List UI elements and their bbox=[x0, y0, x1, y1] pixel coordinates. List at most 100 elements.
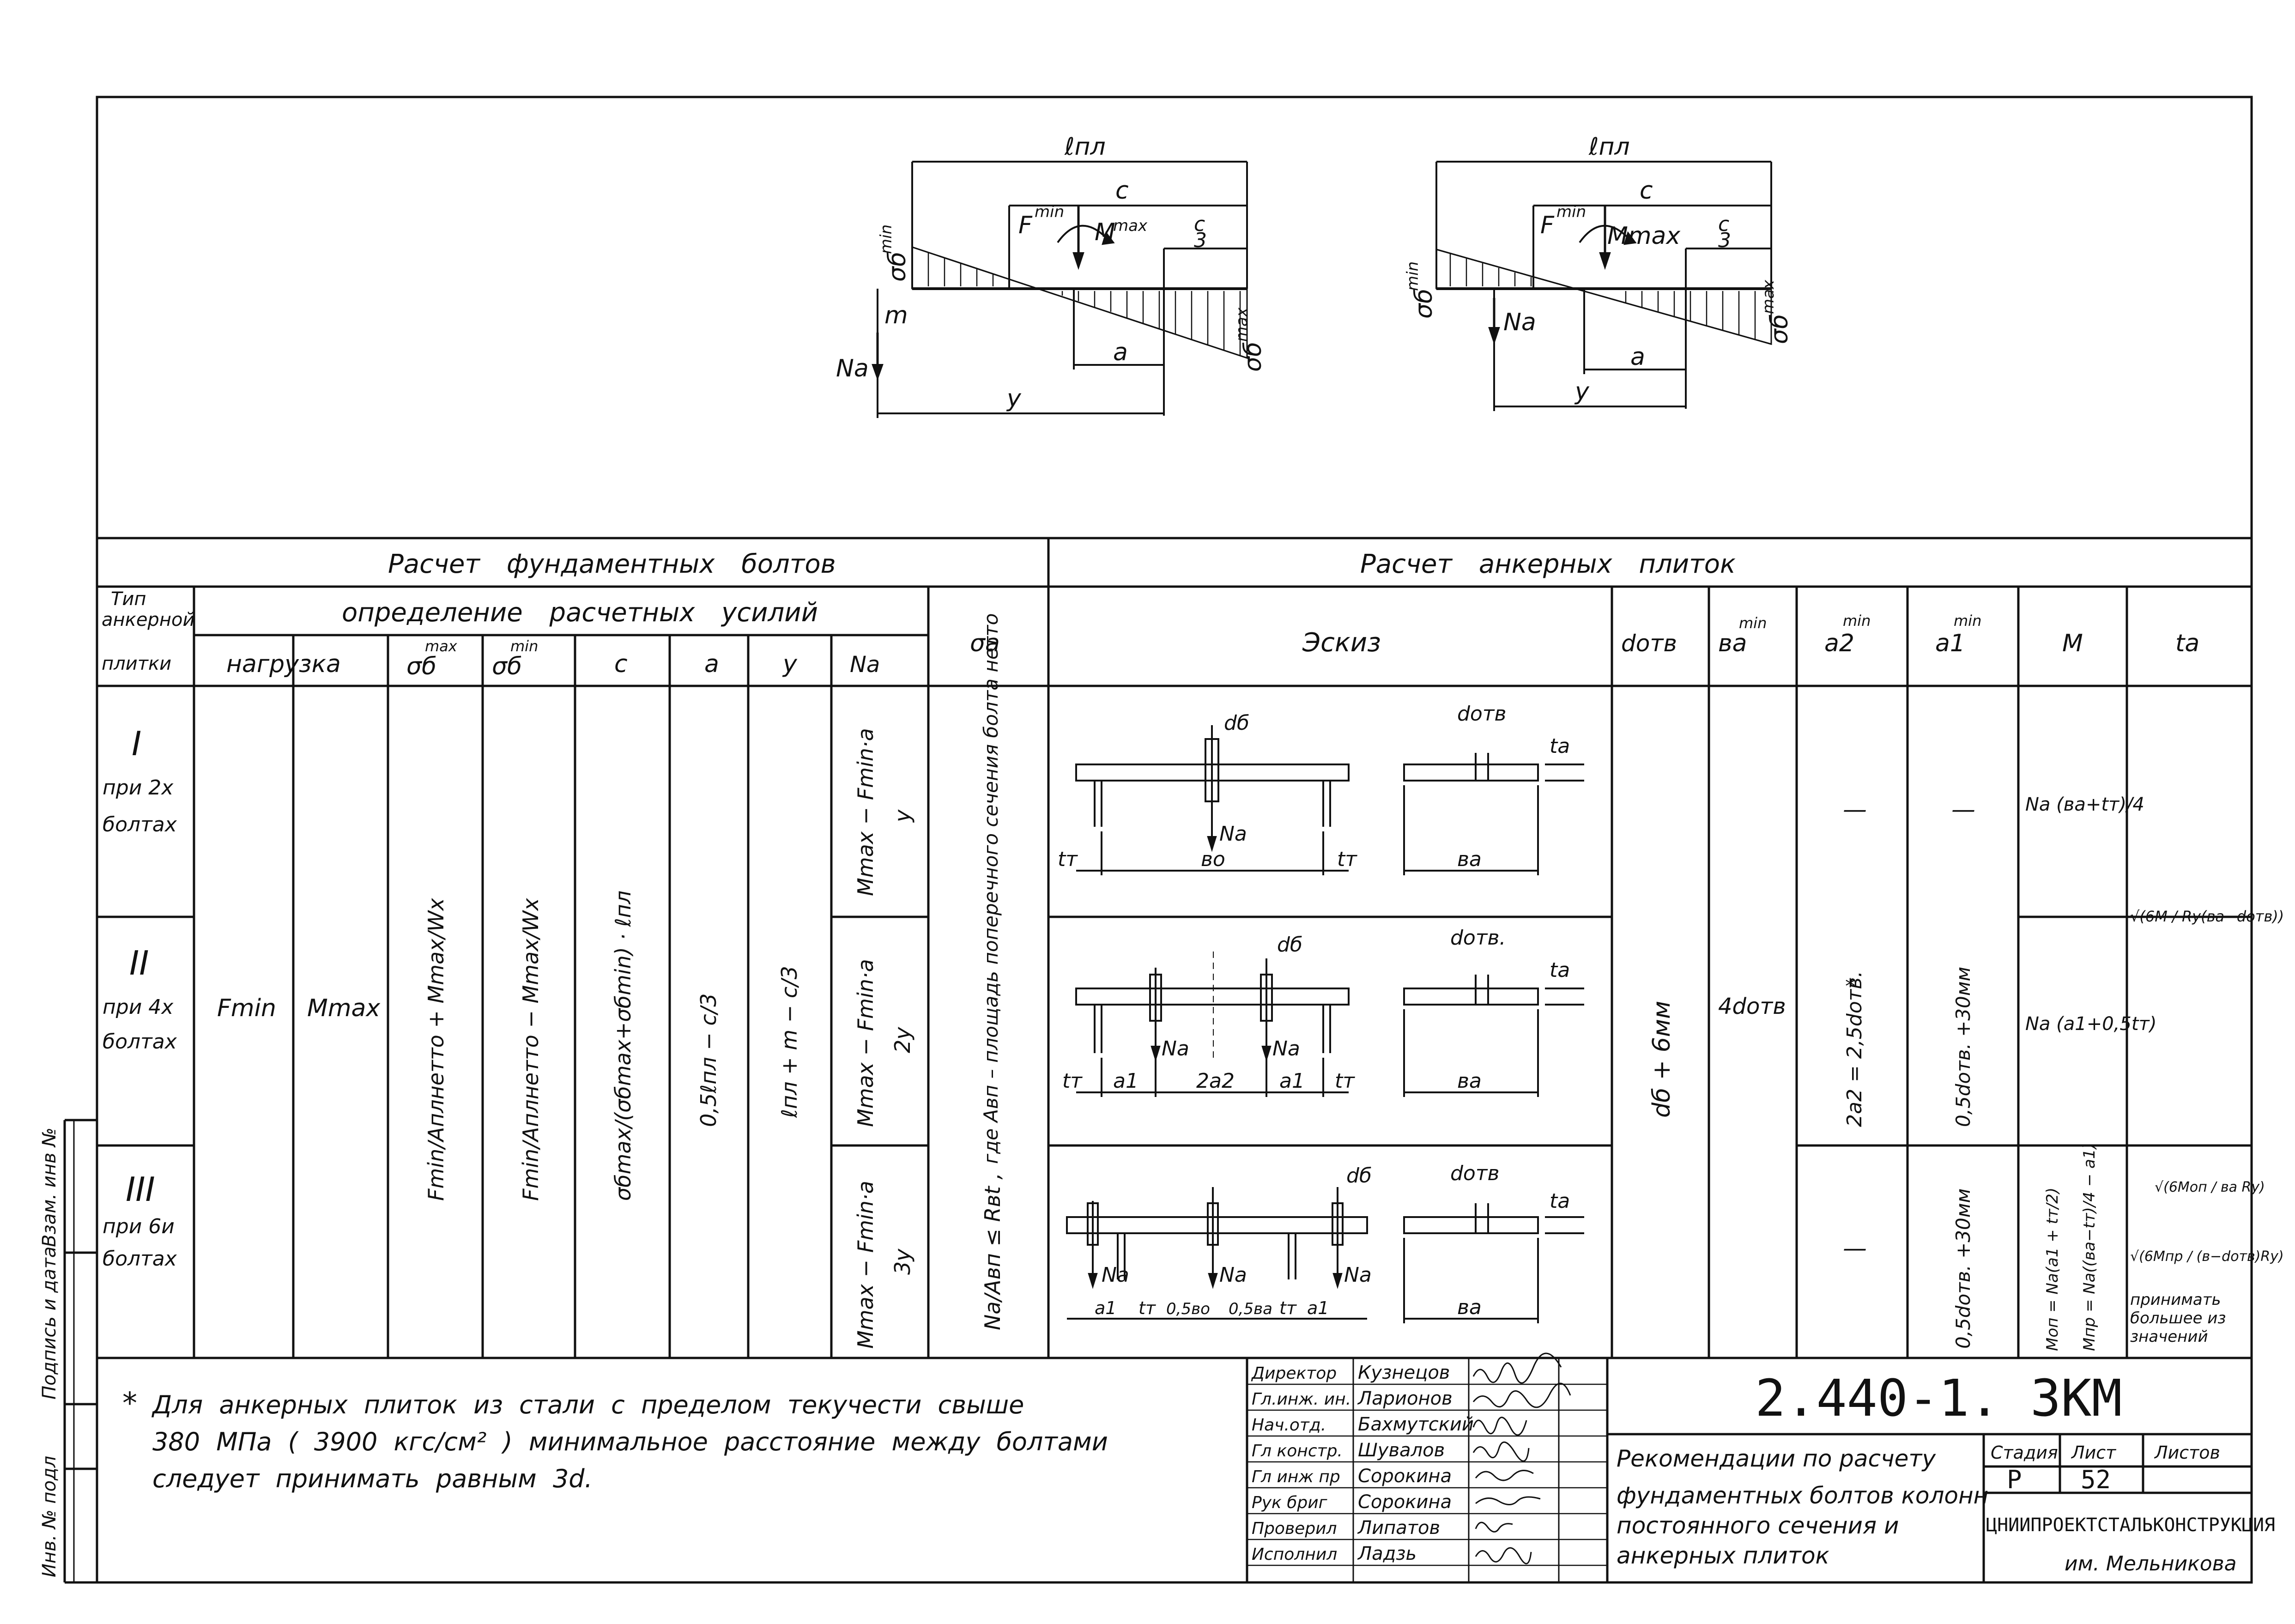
staff-name-3: Шувалов bbox=[1358, 1440, 1445, 1461]
org-sub: им. Мельникова bbox=[2065, 1552, 2237, 1576]
staff-name-6: Липатов bbox=[1357, 1517, 1440, 1539]
left-lpl-label: ℓпл bbox=[1064, 133, 1106, 161]
right-f-label: F bbox=[1540, 212, 1555, 239]
left-m-sup: max bbox=[1113, 217, 1148, 235]
staff-role-0: Директор bbox=[1251, 1364, 1337, 1383]
row3-line3: болтах bbox=[103, 1247, 177, 1271]
sa-note: где Aвп – площадь поперечного сечения бо… bbox=[980, 613, 1002, 1164]
a2-row2-star: * bbox=[1845, 975, 1855, 998]
m-row2: Na (a1+0,5tт) bbox=[2025, 1013, 2156, 1035]
sk1-bo: вo bbox=[1201, 848, 1225, 871]
ta-row3a: √(6Mоп / вa Ry) bbox=[2155, 1179, 2265, 1195]
a2-row2: 2a2 = 2,5dотв. bbox=[1843, 971, 1866, 1127]
stamp-inv: Инв. № подл bbox=[39, 1456, 60, 1577]
note-line3: следует принимать равным 3d. bbox=[152, 1464, 593, 1493]
na-row1: Mmax − Fmin·a bbox=[853, 728, 878, 896]
right-na-label: Na bbox=[1503, 309, 1536, 336]
sk2-ta: ta bbox=[1550, 958, 1570, 982]
col-ta: ta bbox=[2175, 630, 2199, 657]
sk2-tt-right: tт bbox=[1335, 1069, 1355, 1093]
sk1-tt-right: tт bbox=[1337, 848, 1357, 871]
sig-max-formula: Fmin/Aплнетто + Mmax/Wx bbox=[424, 898, 448, 1201]
left-sigma-min-sup: min bbox=[877, 224, 896, 254]
left-m-label: M bbox=[1095, 218, 1115, 246]
sk3-na-1: Na bbox=[1102, 1263, 1129, 1287]
na-row1-den: y bbox=[890, 809, 915, 823]
a1-row2: 0,5dотв. +30мм bbox=[1952, 967, 1974, 1127]
a-formula: 0,5ℓпл − c/3 bbox=[696, 994, 721, 1127]
ta-row3b: √(6Mпр / (в−dотв)Ry) bbox=[2130, 1248, 2284, 1265]
left-na-label: Na bbox=[836, 355, 869, 382]
stamp-signature: Подпись и дата bbox=[39, 1247, 60, 1400]
desc-line1: Рекомендации по расчету bbox=[1617, 1445, 1936, 1472]
col-a1: a1 bbox=[1935, 630, 1965, 657]
row1-line3: болтах bbox=[103, 813, 177, 836]
right-c3-num: c bbox=[1718, 212, 1729, 236]
ta-row3-note3: значений bbox=[2130, 1327, 2208, 1346]
stage-label: Стадия bbox=[1991, 1442, 2058, 1463]
col-na: Na bbox=[850, 652, 880, 678]
outer-frame bbox=[96, 96, 2253, 1584]
sk1-ba: вa bbox=[1457, 848, 1482, 871]
row2-line3: болтах bbox=[103, 1030, 177, 1054]
col-ba: вa bbox=[1718, 630, 1747, 657]
col-sig-max-sup: max bbox=[425, 637, 458, 655]
desc-line2: фундаментных болтов колонн bbox=[1617, 1482, 1988, 1509]
left-sigma-max: σб bbox=[1239, 342, 1267, 372]
staff-name-0: Кузнецов bbox=[1358, 1362, 1450, 1383]
note-line1: Для анкерных плиток из стали с пределом … bbox=[151, 1390, 1024, 1419]
col-a1-sup: min bbox=[1954, 612, 1981, 630]
staff-role-1: Гл.инж. ин. bbox=[1252, 1390, 1351, 1409]
a1-row3: 0,5dотв. +30мм bbox=[1952, 1188, 1974, 1349]
left-c3-den: 3 bbox=[1194, 229, 1207, 252]
row1-num: I bbox=[132, 724, 141, 763]
left-y-label: y bbox=[1006, 385, 1022, 412]
col-group: определение расчетных усилий bbox=[342, 598, 818, 628]
left-c-label: c bbox=[1115, 177, 1129, 205]
col-sig-max: σб bbox=[406, 653, 436, 680]
ta-row12: √(6M / Ry(вa−dотв)) bbox=[2130, 908, 2284, 925]
sk1-db: dб bbox=[1224, 711, 1249, 735]
pressure-diagram-left bbox=[872, 161, 1248, 418]
note-line2: 380 МПа ( 3900 кгс/см² ) минимальное рас… bbox=[152, 1427, 1108, 1456]
sk2-ba: вa bbox=[1457, 1069, 1482, 1093]
col-sa: σa bbox=[970, 630, 1000, 657]
sk2-db: dб bbox=[1277, 933, 1302, 957]
stamp-replace: Взам. инв № bbox=[39, 1127, 60, 1247]
sk1-tt-left: tт bbox=[1058, 848, 1078, 871]
sheet-value: 52 bbox=[2081, 1465, 2111, 1494]
sk3-05b-left: 0,5вo bbox=[1166, 1300, 1210, 1318]
sheet-label: Лист bbox=[2071, 1442, 2117, 1463]
stage-value: Р bbox=[2007, 1465, 2022, 1494]
right-sigma-max: σб bbox=[1766, 314, 1793, 344]
staff-role-7: Исполнил bbox=[1252, 1545, 1337, 1564]
right-sigma-max-sup: max bbox=[1759, 279, 1778, 314]
ba-formula: 4dотв bbox=[1718, 994, 1786, 1019]
sk3-ta: ta bbox=[1550, 1189, 1570, 1213]
staff-role-6: Проверил bbox=[1252, 1519, 1337, 1538]
dotv-formula: dб + 6мм bbox=[1648, 1001, 1676, 1118]
sketch-row-1 bbox=[1075, 725, 1584, 875]
ta-row3-note2: большее из bbox=[2130, 1309, 2226, 1327]
col-load: нагрузка bbox=[226, 650, 341, 678]
col-sig-min: σб bbox=[492, 653, 522, 680]
right-c3-den: 3 bbox=[1718, 229, 1731, 252]
col-a2-sup: min bbox=[1843, 612, 1871, 630]
na-row2: Mmax − Fmin·a bbox=[853, 959, 878, 1127]
left-f-label: F bbox=[1018, 212, 1033, 239]
sk2-na-right: Na bbox=[1272, 1037, 1300, 1060]
staff-name-7: Ладзь bbox=[1357, 1543, 1417, 1564]
na-row2-den: 2y bbox=[890, 1027, 915, 1053]
staff-name-5: Сорокина bbox=[1358, 1491, 1452, 1513]
staff-role-4: Гл инж пр bbox=[1252, 1467, 1340, 1486]
sk2-a1-right: a1 bbox=[1279, 1069, 1305, 1093]
col-type-2: анкерной bbox=[102, 609, 194, 630]
sk3-dotv: dотв bbox=[1450, 1162, 1499, 1185]
drawing-code: 2.440-1. 3КМ bbox=[1755, 1369, 2122, 1428]
sk3-05b-right: 0,5вa bbox=[1229, 1300, 1272, 1318]
sk2-na-left: Na bbox=[1162, 1037, 1189, 1060]
load-fmin: Fmin bbox=[217, 994, 276, 1022]
col-m: M bbox=[2062, 630, 2083, 657]
sk3-db: dб bbox=[1346, 1164, 1372, 1188]
col-type-3: плитки bbox=[102, 653, 171, 674]
